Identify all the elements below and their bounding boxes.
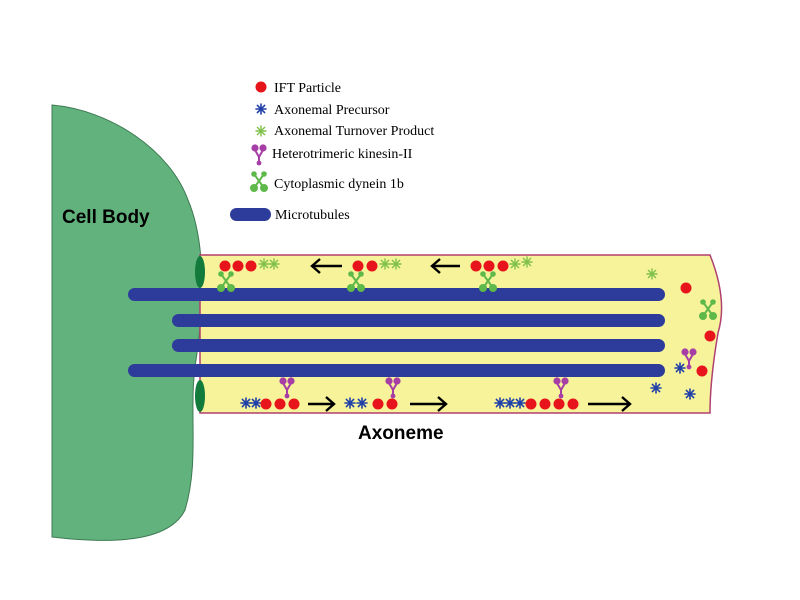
red-dot-icon bbox=[255, 81, 267, 93]
legend-item-kinesin: Heterotrimeric kinesin-II bbox=[250, 143, 413, 167]
legend-item-dynein: Cytoplasmic dynein 1b bbox=[249, 170, 404, 193]
legend: IFT Particle Axonemal Precursor Axonemal… bbox=[230, 81, 434, 223]
left-arrow-icon bbox=[310, 258, 342, 274]
microtubule bbox=[128, 364, 665, 377]
legend-label: Axonemal Precursor bbox=[274, 103, 390, 118]
legend-item-precursor: Axonemal Precursor bbox=[255, 103, 390, 118]
anterograde-arrows bbox=[308, 396, 632, 412]
cell-body-label: Cell Body bbox=[62, 207, 150, 228]
right-arrow-icon bbox=[588, 396, 632, 412]
kinesin-icon bbox=[250, 143, 268, 167]
left-arrow-icon bbox=[430, 258, 460, 274]
transition-zone-bottom bbox=[195, 380, 205, 412]
retrograde-train bbox=[216, 258, 280, 293]
legend-label: Microtubules bbox=[275, 208, 350, 223]
legend-label: IFT Particle bbox=[274, 81, 341, 96]
legend-item-microtubules: Microtubules bbox=[230, 208, 350, 223]
green-star-icon bbox=[255, 125, 267, 137]
retrograde-arrows bbox=[310, 258, 460, 274]
cell-body bbox=[51, 104, 203, 541]
microtubule-icon bbox=[230, 208, 271, 221]
anterograde-train bbox=[494, 376, 579, 410]
microtubule bbox=[172, 314, 665, 327]
legend-label: Heterotrimeric kinesin-II bbox=[272, 147, 413, 162]
ciliary-tip-complexes bbox=[646, 268, 718, 400]
right-arrow-icon bbox=[410, 396, 448, 412]
anterograde-train bbox=[344, 376, 402, 410]
dynein-icon bbox=[249, 170, 269, 193]
retrograde-train bbox=[346, 258, 402, 293]
blue-star-icon bbox=[255, 103, 267, 115]
axoneme-label: Axoneme bbox=[358, 423, 444, 444]
retrograde-train bbox=[470, 256, 533, 293]
microtubule bbox=[172, 339, 665, 352]
microtubules bbox=[128, 288, 665, 377]
cilium-tube bbox=[199, 254, 723, 414]
anterograde-train bbox=[240, 376, 300, 410]
legend-item-ift: IFT Particle bbox=[255, 81, 341, 96]
legend-item-turnover: Axonemal Turnover Product bbox=[255, 124, 434, 139]
transition-zone-top bbox=[195, 256, 205, 288]
legend-label: Axonemal Turnover Product bbox=[274, 124, 434, 139]
legend-label: Cytoplasmic dynein 1b bbox=[274, 177, 404, 192]
right-arrow-icon bbox=[308, 396, 336, 412]
microtubule bbox=[128, 288, 665, 301]
